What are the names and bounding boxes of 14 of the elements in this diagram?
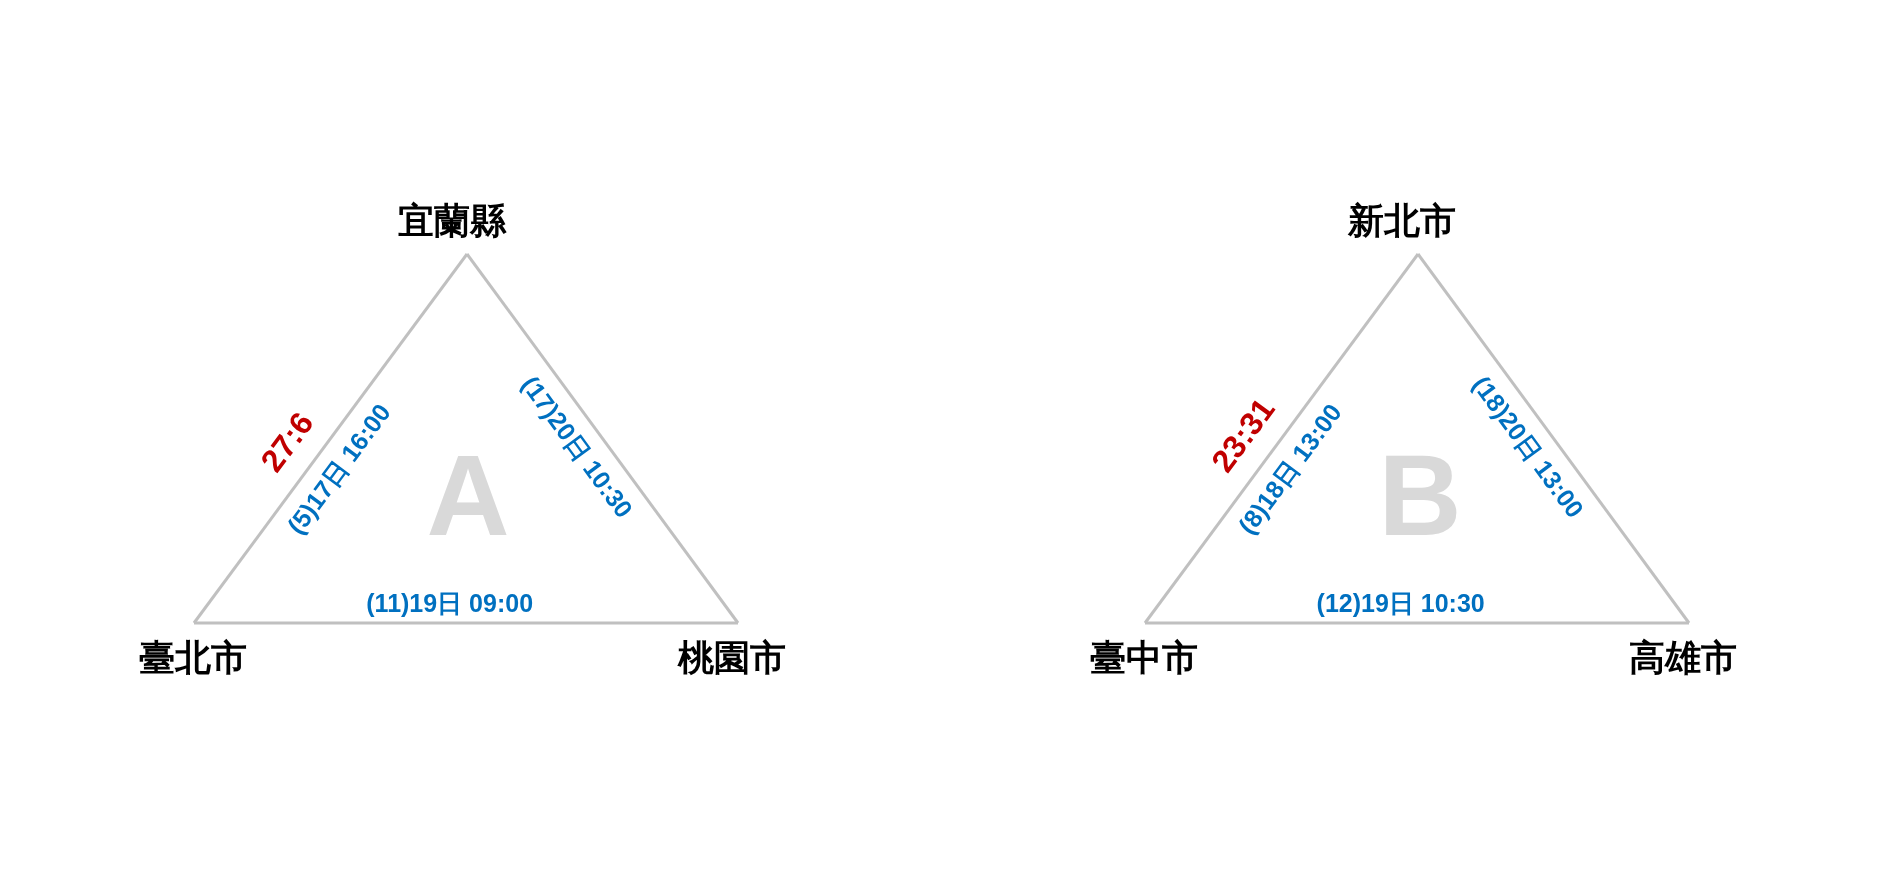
- edge-label: (11)19日 09:00: [366, 590, 534, 616]
- city-name: 新北市: [1348, 203, 1456, 239]
- city-name: 高雄市: [1629, 640, 1737, 676]
- connector-line: [192, 253, 469, 624]
- city-name: 臺北市: [139, 640, 247, 676]
- city-name: 桃園市: [678, 640, 786, 676]
- connector-line: [1143, 253, 1420, 624]
- edge-label: (12)19日 10:30: [1316, 590, 1485, 616]
- city-name: 臺中市: [1090, 640, 1198, 676]
- connector-line: [465, 253, 740, 624]
- connector-line: [1145, 621, 1689, 625]
- city-name: 宜蘭縣: [398, 203, 506, 239]
- connector-line: [1416, 253, 1691, 624]
- connector-line: [194, 621, 738, 625]
